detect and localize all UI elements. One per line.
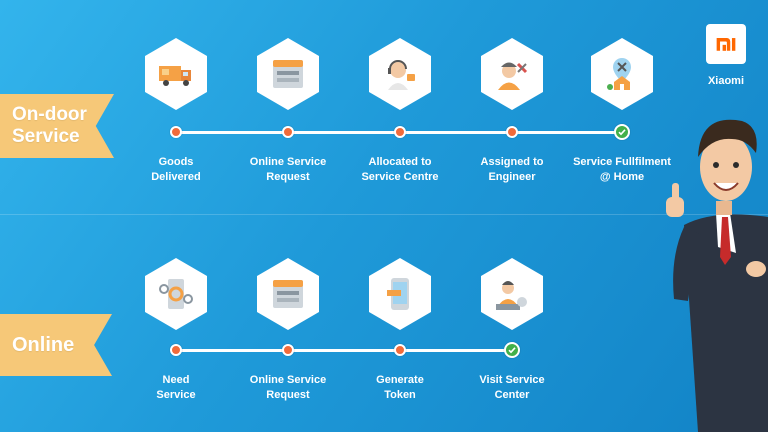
step-generate-token: Generate Token	[350, 0, 450, 432]
step-label: Need Service	[156, 374, 196, 401]
step-dot	[282, 126, 294, 138]
step-service-fulfilment-home: Service Fullfilment @ Home	[572, 0, 672, 432]
mobile-token-icon	[369, 258, 431, 330]
step-dot	[170, 344, 182, 356]
step-label: Assigned to Engineer	[480, 156, 544, 183]
section-divider	[0, 214, 768, 215]
browser-window-icon	[257, 38, 319, 110]
step-label: Online Service Request	[249, 156, 327, 183]
online-timeline	[176, 349, 511, 352]
step-dot	[506, 126, 518, 138]
step-need-service: Need Service	[126, 0, 226, 432]
step-online-service-request-2: Online Service Request	[238, 0, 338, 432]
step-dot	[282, 344, 294, 356]
ribbon-label-line2: Service	[12, 126, 80, 147]
ribbon-label-line1: On-door	[12, 104, 87, 125]
ribbon-label: Online	[12, 334, 75, 356]
check-icon	[614, 124, 630, 140]
browser-window-icon	[257, 258, 319, 330]
step-dot	[394, 126, 406, 138]
xiaomi-logo	[706, 24, 746, 64]
step-label: Online Service Request	[249, 374, 327, 401]
step-assigned-engineer: Assigned to Engineer	[462, 0, 562, 432]
service-desk-icon	[481, 258, 543, 330]
home-location-icon	[591, 38, 653, 110]
step-goods-delivered: Goods Delivered	[126, 0, 226, 432]
step-dot	[394, 344, 406, 356]
on-door-service-ribbon: On-door Service	[0, 94, 114, 158]
step-label: Visit Service Center	[479, 374, 545, 401]
support-agent-icon	[369, 38, 431, 110]
step-visit-service-center: Visit Service Center	[462, 0, 562, 432]
online-ribbon: Online	[0, 314, 112, 376]
businessman-illustration	[666, 119, 768, 432]
phone-settings-icon	[145, 258, 207, 330]
step-label: Allocated to Service Centre	[361, 156, 439, 183]
step-online-service-request: Online Service Request	[238, 0, 338, 432]
brand-name: Xiaomi	[707, 75, 745, 87]
check-icon	[504, 342, 520, 358]
step-dot	[170, 126, 182, 138]
step-label: Goods Delivered	[151, 156, 201, 183]
step-allocated-service-centre: Allocated to Service Centre	[350, 0, 450, 432]
step-label: Generate Token	[376, 374, 424, 401]
step-label: Service Fullfilment @ Home	[573, 156, 671, 183]
